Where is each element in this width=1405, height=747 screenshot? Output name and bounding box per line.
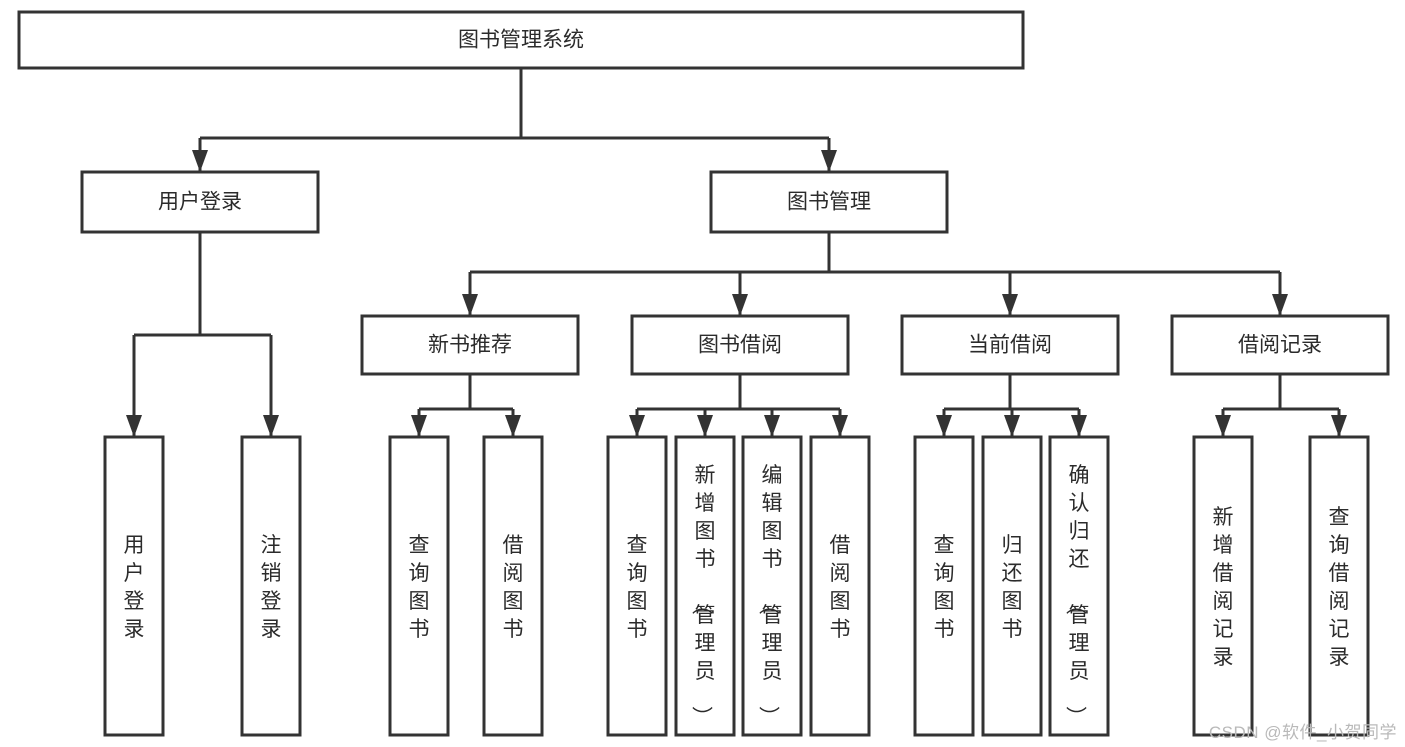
node-leaf-return-book[interactable]: 归还图书 [981,435,1043,737]
node-box[interactable] [240,435,302,737]
node-box[interactable] [809,435,871,737]
node-box[interactable] [360,314,580,376]
node-leaf-borrow-book-1[interactable]: 借阅图书 [482,435,544,737]
node-box[interactable] [103,435,165,737]
node-label: 当前借阅 [968,334,1052,357]
arrow-head-icon [764,415,780,437]
node-box[interactable] [981,435,1043,737]
node-label: 确认归还（管理员） [1064,464,1090,727]
arrow-head-icon [832,415,848,437]
node-box[interactable] [1308,435,1370,737]
node-label: 查询图书 [627,534,648,641]
arrow-head-icon [126,415,142,437]
node-box[interactable] [482,435,544,737]
node-label: 新增图书（管理员） [690,464,716,727]
node-label: 借阅图书 [830,534,851,641]
node-label: 新书推荐 [428,334,512,357]
node-label: 新增借阅记录 [1213,506,1234,669]
node-leaf-logout[interactable]: 注销登录 [240,435,302,737]
arrow-head-icon [1002,294,1018,316]
node-layer: 图书管理系统用户登录图书管理新书推荐图书借阅当前借阅借阅记录用户登录注销登录查询… [17,10,1390,737]
node-label: 图书管理 [787,191,871,214]
arrow-head-icon [192,150,208,172]
arrow-head-icon [505,415,521,437]
arrow-head-icon [462,294,478,316]
arrow-head-icon [1004,415,1020,437]
arrow-head-icon [629,415,645,437]
node-user-login[interactable]: 用户登录 [80,170,320,234]
node-label: 图书管理系统 [458,29,584,52]
arrow-head-icon [263,415,279,437]
node-leaf-query-book-2[interactable]: 查询图书 [606,435,668,737]
node-book-borrow[interactable]: 图书借阅 [630,314,850,376]
node-label: 编辑图书（管理员） [757,464,783,727]
arrow-head-icon [411,415,427,437]
node-leaf-edit-book[interactable]: 编辑图书（管理员） [741,435,803,737]
arrow-head-icon [732,294,748,316]
node-book-management[interactable]: 图书管理 [709,170,949,234]
node-box[interactable] [674,435,736,737]
node-label: 查询借阅记录 [1329,506,1350,669]
arrow-head-icon [1331,415,1347,437]
node-label: 借阅记录 [1238,334,1322,357]
node-leaf-query-book-1[interactable]: 查询图书 [388,435,450,737]
node-box[interactable] [630,314,850,376]
node-leaf-add-record[interactable]: 新增借阅记录 [1192,435,1254,737]
node-box[interactable] [1048,435,1110,737]
connector-layer [126,68,1347,437]
arrow-head-icon [821,150,837,172]
arrow-head-icon [1071,415,1087,437]
node-leaf-add-book[interactable]: 新增图书（管理员） [674,435,736,737]
node-label: 用户登录 [124,534,145,641]
arrow-head-icon [697,415,713,437]
node-root[interactable]: 图书管理系统 [17,10,1025,70]
node-box[interactable] [1192,435,1254,737]
node-label: 查询图书 [409,534,430,641]
node-label: 查询图书 [934,534,955,641]
node-box[interactable] [741,435,803,737]
node-label: 归还图书 [1002,534,1023,641]
node-leaf-borrow-book-2[interactable]: 借阅图书 [809,435,871,737]
node-box[interactable] [709,170,949,234]
node-label: 用户登录 [158,191,242,214]
node-box[interactable] [17,10,1025,70]
node-label: 注销登录 [261,534,282,641]
node-current-borrow[interactable]: 当前借阅 [900,314,1120,376]
node-label: 图书借阅 [698,334,782,357]
node-box[interactable] [1170,314,1390,376]
node-leaf-confirm-return[interactable]: 确认归还（管理员） [1048,435,1110,737]
node-box[interactable] [900,314,1120,376]
node-leaf-user-login[interactable]: 用户登录 [103,435,165,737]
csdn-watermark: CSDN @软件_小贺同学 [1208,723,1397,742]
node-borrow-records[interactable]: 借阅记录 [1170,314,1390,376]
node-box[interactable] [606,435,668,737]
arrow-head-icon [1272,294,1288,316]
arrow-head-icon [936,415,952,437]
node-label: 借阅图书 [503,534,524,641]
node-leaf-query-record[interactable]: 查询借阅记录 [1308,435,1370,737]
node-box[interactable] [388,435,450,737]
arrow-head-icon [1215,415,1231,437]
node-box[interactable] [80,170,320,234]
node-new-book-recommend[interactable]: 新书推荐 [360,314,580,376]
node-box[interactable] [913,435,975,737]
node-leaf-query-book-3[interactable]: 查询图书 [913,435,975,737]
